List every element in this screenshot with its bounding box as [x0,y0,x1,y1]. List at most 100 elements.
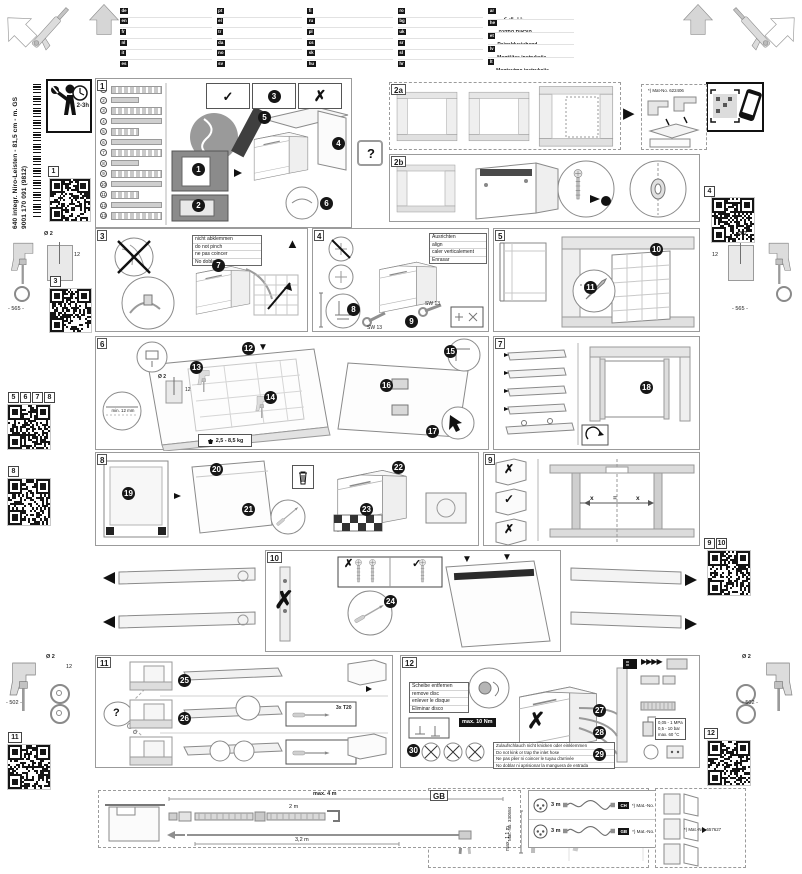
panel-number: 2b [391,156,407,167]
part-icon [111,202,162,208]
language-code-badge: he [488,20,497,27]
panel-step-9: 9 ✗ ✓ ✗ x = x [483,452,700,546]
language-entry: slNavodila za montažo *Na voljo pri serv… [397,50,484,61]
cord-mat-no: *) Mat.-No. 645033 [631,802,671,808]
qr-step-label: 5 [8,392,19,403]
arrow-up-icon: ▲ [286,236,299,251]
panel3-illustration [114,237,299,330]
distance-x-left: x [590,495,594,502]
dimension-502: - 502 - [742,700,758,706]
time-estimate: 2-3h [76,103,89,109]
cross-mark: ✗ [504,522,515,536]
panel8-illustration [103,460,467,538]
language-entry: esInstrucciones de montaje *Se puede adq… [120,60,212,70]
part-number: 4 [100,117,107,125]
part-icon [111,139,162,145]
language-entry: enInstallation instructions *Available f… [120,18,212,29]
qr-code-step-8 [7,478,51,526]
corner-decor-right [683,4,802,54]
min-panel-thickness: min. 12 mm [111,408,135,413]
panel-step-6: 6 Ø 2 12 min. 12 mm 2,5 - 8 [95,336,489,451]
language-code-badge: tr [216,28,223,35]
mat-no-label: *) Mat-No. 622406 [648,88,684,93]
panel-number: 7 [495,338,506,349]
language-entry: roInstrucţiuni de montaj *Se poate obţin… [397,7,484,18]
panel-step-7: 7 18 [493,336,700,450]
panel-step-2b: 2b [389,154,700,222]
language-entry: huSzerelési útmutató *A vevőszolgálaton … [307,60,393,70]
trim-cap-icon [50,684,70,704]
parts-list-item: 12 [100,201,162,209]
language-column: arدليل التركيب *متوفر لدى خدمة العملاء h… [488,7,575,70]
panel10-illustration [279,556,551,648]
qr-step-label: 10 [716,538,727,549]
wrench-size-label: SW 13 [367,325,383,331]
language-code-badge: da [216,39,225,46]
part-number: 6 [100,138,107,146]
callout-badge: 13 [190,361,203,374]
qr-code-step-11 [7,744,51,790]
language-code-badge: fr [120,28,127,35]
drill-diameter-label: Ø 2 [742,654,751,660]
mat-no-side-decor: *) Mat.-No. 657627 [684,827,722,832]
language-entry: skMontážny návod *Dostupný cez zákazníck… [307,50,393,61]
dim-hose-length: 2 m [289,804,299,810]
panel7-illustration [504,343,691,446]
correct-option-box: ✓ [206,83,250,109]
parts-list-item: 1 [100,85,162,94]
part-icon [111,211,162,220]
drill-diameter-label: Ø 2 [46,654,55,660]
part-number: 2 [100,96,107,104]
trim-cap-icon [736,684,756,704]
panel-number: 5 [495,230,506,241]
check-mark: ✓ [504,492,515,506]
max-torque-label: max. 10 Nm [459,718,496,727]
callout-badge: 7 [212,259,225,272]
callout-badge: 18 [640,381,653,394]
drill-depth-label: 12 [712,252,719,258]
language-entry: daMonteringsvejledning *Kan fås via kund… [216,39,303,50]
language-code-badge: es [120,60,128,67]
language-code-badge: ru [307,18,315,25]
question-mark: ? [113,707,120,719]
trash-icon [299,471,307,484]
parts-list-item: 2 [100,96,162,104]
part-icon [111,97,139,103]
callout-badge: 21 [242,503,255,516]
cord-length: 3 m [551,802,561,808]
language-entry: ltMontavimo instrukcija *Galima įsigyti … [488,58,574,70]
language-entry: elΟδηγίες εγκατάστασης *Διατίθεται από τ… [216,18,303,29]
check-mark: ✓ [222,88,234,104]
qr-step-label-11: 11 [8,732,22,743]
panel-step-2a-bracket: *) Mat-No. 622406 [641,84,707,150]
barcode [33,84,41,218]
callout-badge: 16 [380,379,393,392]
language-code-badge: sk [307,50,316,57]
cord-mat-no: *) Mat.-No. 645034 [632,828,671,834]
scan-qr-pictogram [706,82,764,132]
trim-cap-icon [50,704,70,724]
panel-drain-extension: max. 4 m 2 m 3,2 m Mat.-No. 330584 [98,790,521,848]
language-code-badge: sr [397,39,405,46]
callout-badge: 19 [122,487,135,500]
callout-badge: 23 [360,503,373,516]
language-code-badge: it [120,50,126,57]
language-column: ptInstruções de montagem *Pode ser adqui… [216,7,303,70]
part-icon [111,169,162,178]
wrong-option-box: ✗ [298,83,342,109]
drill-depth-diagram [728,242,754,281]
panel9-illustration [495,458,695,546]
language-entry: csMontážní návod *K dostání přes servisn… [307,39,393,50]
socket-icon [533,798,548,812]
parts-list-item: 9 [100,169,162,178]
language-code-badge: hu [307,60,316,67]
qr-step-label: 9 [704,538,715,549]
callout-badge: 17 [426,425,439,438]
qr-code-step-12 [707,740,751,786]
power-cord-row: 3 m CH *) Mat.-No. 645033 [529,792,699,818]
parts-list-item: 11 [100,190,162,199]
parts-list-item: 3 [100,106,162,115]
drill-depth-label: 12 [74,252,81,258]
